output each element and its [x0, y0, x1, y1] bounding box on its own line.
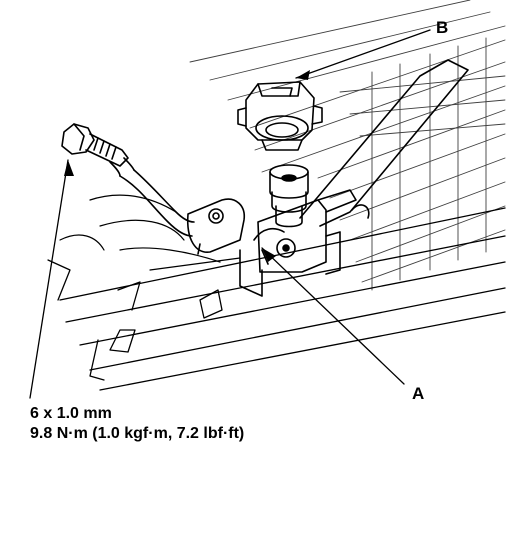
leader-arrowheads: [64, 70, 310, 262]
background-hatching: [189, 0, 506, 291]
left-structure: [59, 194, 241, 271]
bolt: [61, 123, 129, 167]
torque-value: 9.8 N·m (1.0 kgf·m, 7.2 lbf·ft): [30, 425, 245, 442]
leader-line-bolt: [29, 159, 69, 399]
arrowhead-bolt: [64, 160, 74, 176]
bolt-size: 6 x 1.0 mm: [30, 405, 112, 422]
torque-spec: 6 x 1.0 mm 9.8 N·m (1.0 kgf·m, 7.2 lbf·f…: [30, 404, 244, 444]
callout-a: A: [412, 384, 425, 403]
pressure-switch: [269, 164, 309, 228]
leader-line-b: [295, 29, 431, 79]
leader-line-a: [261, 247, 405, 385]
connector: [237, 81, 323, 151]
pipe: [109, 157, 195, 237]
arrowhead-b: [296, 70, 310, 80]
pipe-fitting: [186, 198, 246, 255]
leader-lines: [29, 29, 431, 399]
mounting-bracket: [239, 189, 357, 297]
arrowhead-a: [262, 248, 276, 262]
callout-b: B: [436, 18, 449, 37]
lower-frame: [47, 207, 506, 391]
diagonal-member: [299, 59, 469, 227]
